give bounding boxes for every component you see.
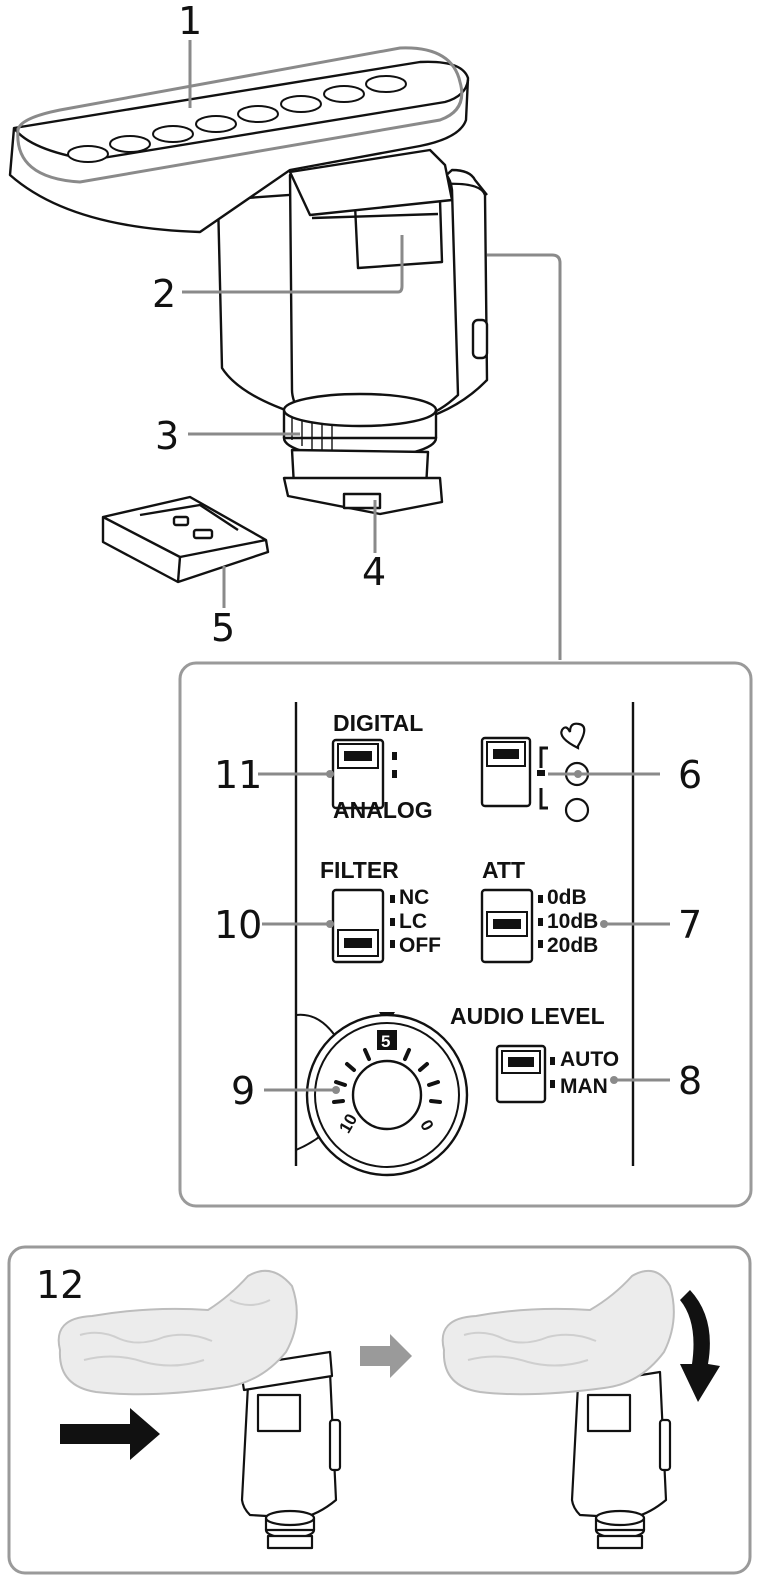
digital-analog-switch[interactable]: DIGITAL ANALOG — [331, 710, 433, 823]
audio-level-label: AUDIO LEVEL — [450, 1003, 605, 1029]
callout-10: 10 — [214, 903, 262, 947]
att-option-20db: 20dB — [547, 934, 598, 957]
rail-holes — [67, 75, 407, 163]
mic-window — [353, 198, 444, 270]
omnidirectional-icon — [564, 797, 590, 823]
lock-ring-top — [282, 392, 438, 428]
rail-hole — [365, 75, 407, 93]
audio-level-option-man: MAN — [560, 1075, 608, 1098]
windscreen-right-fur — [463, 1331, 597, 1367]
callout-1: 1 — [178, 0, 202, 43]
cardioid-narrow-icon — [560, 722, 586, 750]
filter-option-nc: NC — [399, 886, 429, 909]
callout-3: 3 — [155, 414, 179, 458]
shoe-adaptor — [101, 495, 270, 584]
digital-label: DIGITAL — [333, 710, 423, 736]
mic-with-windscreen-left — [238, 1350, 342, 1550]
microphone-illustration — [8, 60, 489, 516]
rail-hole — [323, 85, 365, 103]
filter-option-off: OFF — [399, 934, 441, 957]
att-option-0db: 0dB — [547, 886, 587, 909]
step-arrow — [360, 1334, 412, 1378]
callout-7: 7 — [678, 903, 702, 947]
mic-with-windscreen-right — [570, 1370, 672, 1550]
dial-marker-5 — [377, 1030, 397, 1050]
callout-5: 5 — [211, 606, 235, 650]
callout-9: 9 — [231, 1069, 255, 1113]
mic-window-inner — [311, 212, 439, 220]
rail-hole — [280, 95, 322, 113]
analog-label: ANALOG — [333, 797, 433, 823]
att-option-10db: 10dB — [547, 910, 598, 933]
mic-top-rail — [8, 60, 470, 234]
att-label: ATT — [482, 857, 525, 883]
dial-label-top: 5 — [381, 1032, 390, 1051]
rail-hole — [109, 135, 151, 153]
rail-hole — [152, 125, 194, 143]
control-panel-frame — [178, 661, 753, 1208]
callout-2: 2 — [152, 272, 176, 316]
rail-hole — [195, 115, 237, 133]
filter-option-lc: LC — [399, 910, 427, 933]
shoe-tab — [342, 492, 382, 510]
windscreen-left — [57, 1269, 298, 1396]
audio-level-option-auto: AUTO — [560, 1048, 619, 1071]
filter-switch[interactable]: FILTER NC LC OFF — [320, 857, 441, 964]
windscreen-left-fur — [79, 1299, 271, 1367]
callout-6: 6 — [678, 753, 702, 797]
mic-bracket — [288, 148, 454, 217]
callout-dots — [326, 770, 618, 1094]
callout-lines — [16, 40, 562, 660]
audio-level-switch[interactable]: AUDIO LEVEL AUTO MAN — [450, 1003, 619, 1104]
rail-hole — [237, 105, 279, 123]
callout-8: 8 — [678, 1059, 702, 1103]
mic-body-side — [429, 168, 488, 196]
rotate-arrow — [680, 1290, 720, 1402]
audio-level-dial[interactable]: 5 10 0 — [295, 1012, 469, 1177]
filter-label: FILTER — [320, 857, 399, 883]
callout-12: 12 — [36, 1263, 84, 1307]
panel-callout-lines — [258, 772, 670, 1092]
mic-side-knob — [471, 318, 489, 360]
lock-ring — [282, 392, 438, 460]
callout-4: 4 — [362, 550, 386, 594]
push-arrow — [60, 1408, 160, 1460]
windscreen-right — [441, 1269, 675, 1396]
rail-hole — [67, 145, 109, 163]
att-switch[interactable]: ATT 0dB 10dB 20dB — [480, 857, 598, 964]
callout-11: 11 — [214, 753, 262, 797]
